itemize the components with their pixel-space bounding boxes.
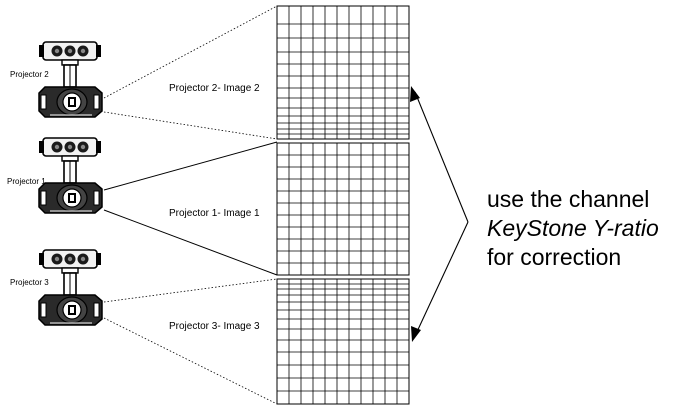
projector-3-beam-top <box>103 278 278 303</box>
projector-2-beam-top <box>103 5 278 99</box>
image-label-1-group: Projector 1- Image 1 <box>166 205 274 219</box>
image-label-3-group: Projector 3- Image 3 <box>166 318 274 332</box>
projector-label-1: Projector 1 <box>7 177 46 186</box>
projector-2-icon <box>38 41 103 118</box>
correction-arrows <box>410 86 469 342</box>
projector-1-beam-top <box>103 141 278 191</box>
projector-1-beam-bottom <box>103 209 278 276</box>
note-line-3: for correction <box>487 244 622 270</box>
image-label-2-group: Projector 2- Image 2 <box>166 80 274 94</box>
projector-2-beam-bottom <box>103 111 278 140</box>
correction-arrow-bottom-line <box>414 221 469 337</box>
screen-grid-3 <box>276 278 410 405</box>
correction-arrow-top-head <box>410 86 420 102</box>
screen-grid-2-border <box>276 5 410 140</box>
correction-note: use the channel KeyStone Y-ratio for cor… <box>487 185 659 272</box>
projector-label-2: Projector 2 <box>10 70 49 79</box>
image-label-2: Projector 2- Image 2 <box>169 83 260 94</box>
projector-label-3: Projector 3 <box>10 278 49 287</box>
correction-arrow-top-line <box>414 91 469 223</box>
projector-3-icon <box>38 249 103 326</box>
screen-grid-3-border <box>276 278 410 405</box>
projector-1-icon <box>38 137 103 214</box>
image-label-3: Projector 3- Image 3 <box>169 321 260 332</box>
note-line-1: use the channel <box>487 186 650 212</box>
correction-arrow-bottom-head <box>411 326 421 342</box>
projector-3-beam-bottom <box>103 317 278 405</box>
screen-grid-1-border <box>276 142 410 276</box>
screen-grid-1 <box>276 142 410 276</box>
image-label-1: Projector 1- Image 1 <box>169 208 260 219</box>
screen-grids <box>276 5 410 405</box>
note-line-2: KeyStone Y-ratio <box>487 215 659 241</box>
projection-lines <box>103 5 278 405</box>
screen-grid-2 <box>276 5 410 140</box>
